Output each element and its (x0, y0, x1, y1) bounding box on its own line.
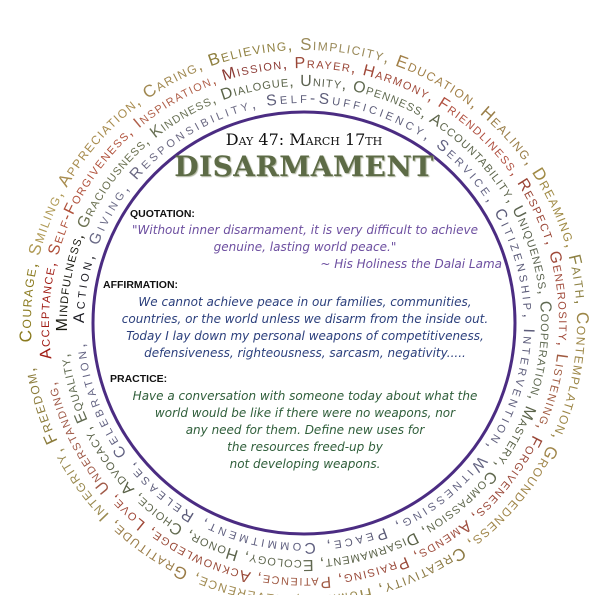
quotation-label: QUOTATION: (130, 208, 195, 220)
day-date: Day 47: March 17th (225, 130, 383, 149)
affirmation-text: We cannot achieve peace in our families,… (90, 294, 520, 362)
quotation-line: "Without inner disarmament, it is very d… (132, 223, 478, 237)
affirmation-line: countries, or the world unless we disarm… (121, 312, 489, 326)
practice-line: any need for them. Define new uses for (185, 423, 425, 437)
practice-line: world would be like if there were no wea… (154, 406, 456, 420)
ring-word: Unity, (300, 73, 354, 95)
practice-label: PRACTICE: (110, 373, 168, 385)
practice-line: not developing weapons. (229, 457, 381, 471)
quotation-text: "Without inner disarmament, it is very d… (90, 222, 520, 273)
center-circle-border (91, 110, 517, 536)
affirmation-line: We cannot achieve peace in our families,… (138, 295, 472, 309)
quotation-attribution: ~ His Holiness the Dalai Lama (320, 257, 502, 271)
practice-line: the resources freed-up by (227, 440, 383, 454)
affirmation-line: Today I lay down my personal weapons of … (126, 329, 484, 343)
page-title: DISARMAMENT (174, 150, 434, 183)
practice-text: Have a conversation with someone today a… (90, 388, 520, 473)
affirmation-line: defensiveness, righteousness, sarcasm, n… (144, 346, 466, 360)
quotation-line: genuine, lasting world peace." (213, 240, 397, 254)
practice-line: Have a conversation with someone today a… (132, 389, 478, 403)
affirmation-label: AFFIRMATION: (103, 279, 179, 291)
